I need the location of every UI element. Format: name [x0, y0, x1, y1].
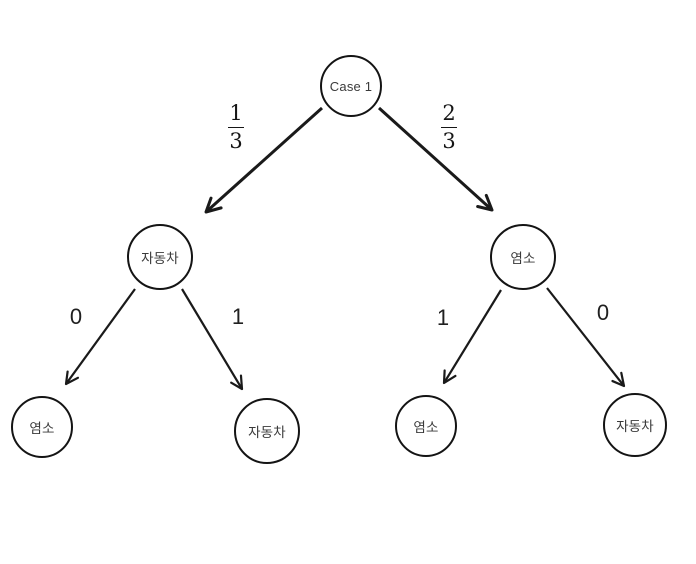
fraction-bar — [441, 127, 457, 128]
fraction-denominator: 3 — [442, 129, 456, 153]
edge-label-right-1: 1 — [436, 305, 450, 330]
node-mid-left-car: 자동차 — [127, 224, 193, 290]
edge-label-one-third: 1 3 — [219, 101, 253, 154]
fraction-numerator: 1 — [229, 101, 243, 125]
edge-mid-left-to-leaf-1-arrow — [64, 288, 136, 386]
edge-mid-right-to-leaf-3-arrow — [442, 289, 502, 385]
edge-label-right-0: 0 — [596, 300, 610, 325]
node-leaf-4-label: 자동차 — [616, 419, 654, 434]
node-leaf-3-goat: 염소 — [395, 395, 457, 457]
fraction-numerator: 2 — [442, 101, 456, 125]
node-leaf-2-car: 자동차 — [234, 398, 300, 464]
node-leaf-1-goat: 염소 — [11, 396, 73, 458]
node-mid-left-label: 자동차 — [141, 251, 179, 266]
node-leaf-3-label: 염소 — [413, 420, 439, 435]
node-leaf-1-label: 염소 — [29, 421, 55, 436]
edge-mid-left-to-leaf-2-arrow — [181, 288, 244, 391]
edge-label-two-thirds: 2 3 — [432, 101, 466, 154]
node-mid-right-goat: 염소 — [490, 224, 556, 290]
fraction-denominator: 3 — [229, 129, 243, 153]
edge-label-left-1: 1 — [231, 304, 245, 329]
edge-label-left-0: 0 — [69, 304, 83, 329]
node-leaf-2-label: 자동차 — [248, 425, 286, 440]
edge-root-to-mid-left-arrow — [204, 106, 324, 214]
node-root: Case 1 — [320, 55, 382, 117]
edge-root-to-mid-right-arrow — [377, 106, 494, 212]
node-root-label: Case 1 — [329, 78, 373, 94]
fraction-bar — [228, 127, 244, 128]
node-leaf-4-car: 자동차 — [603, 393, 667, 457]
edge-mid-right-to-leaf-4-arrow — [546, 287, 626, 388]
node-mid-right-label: 염소 — [510, 251, 536, 266]
